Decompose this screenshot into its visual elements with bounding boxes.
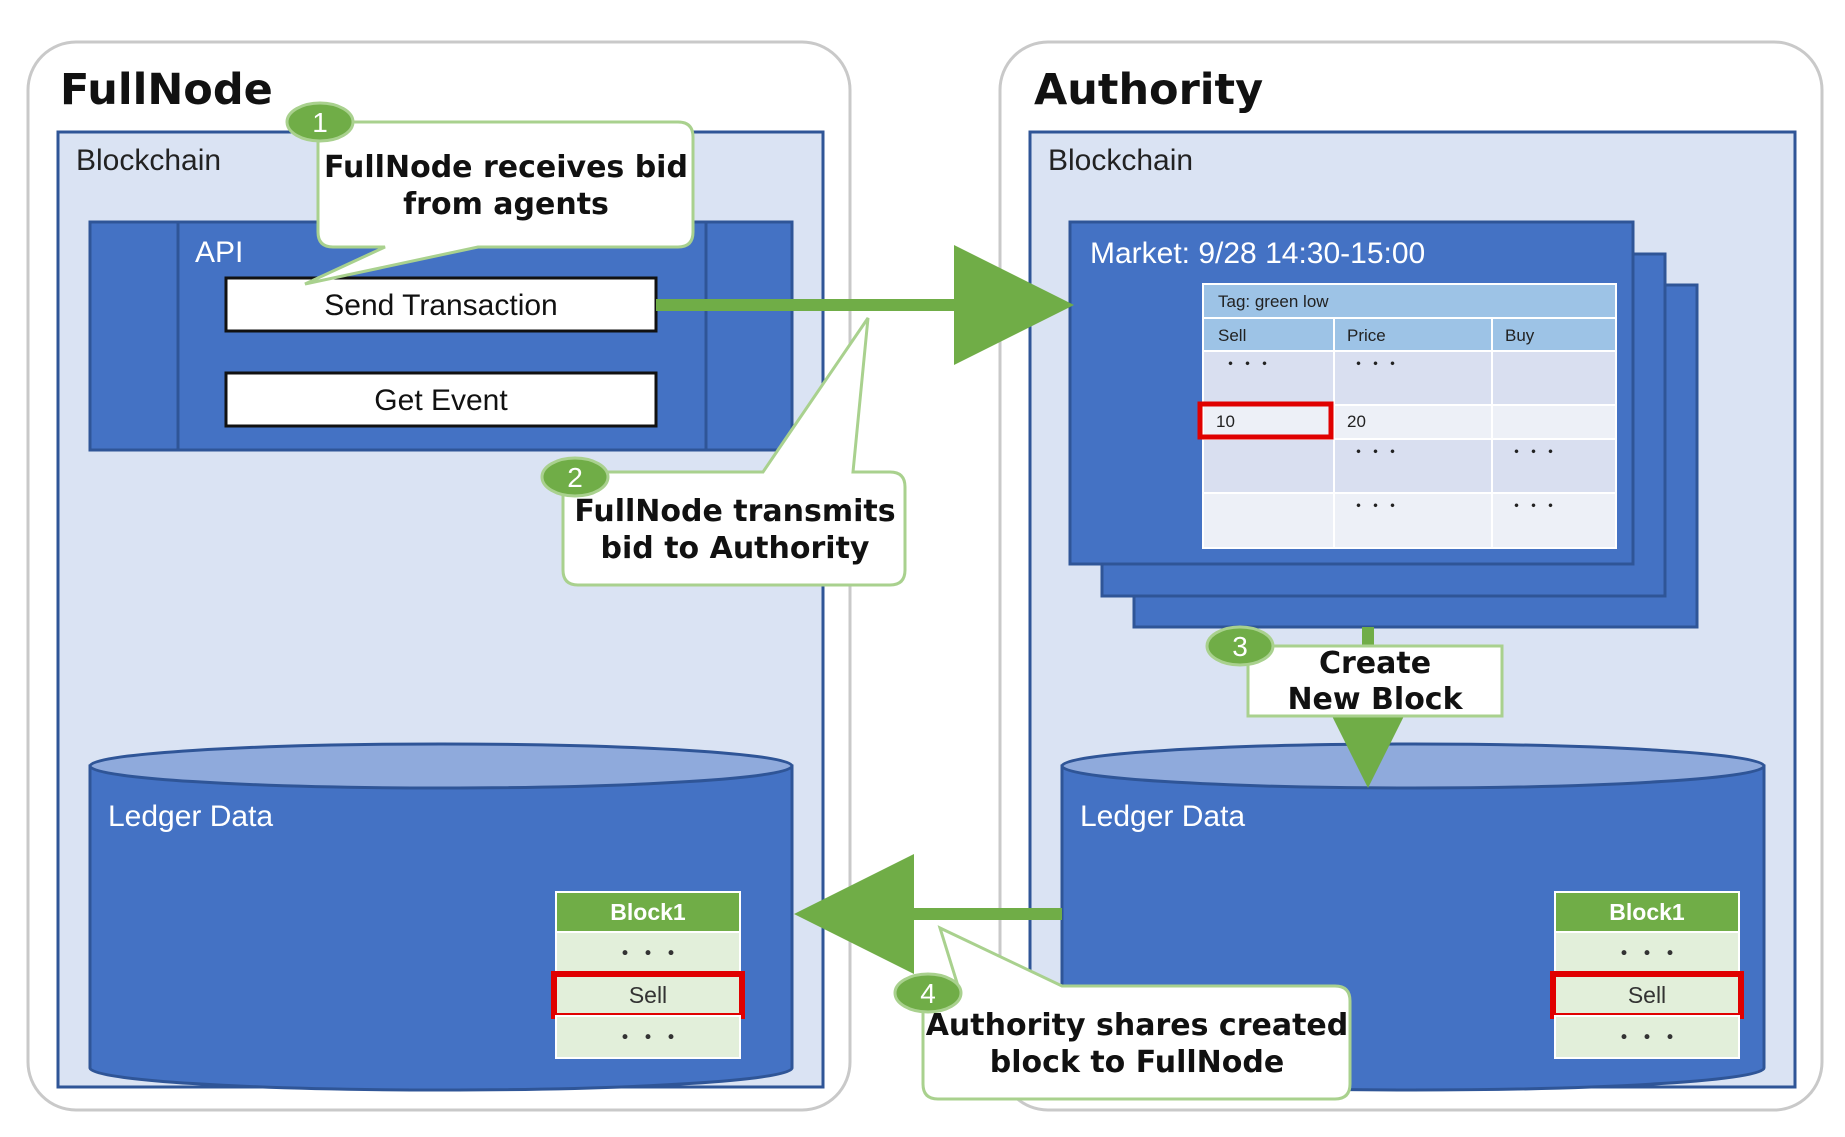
step-2-text: FullNode transmits: [574, 494, 895, 529]
fullnode-block: Block1 ・・・ Sell ・・・: [551, 891, 745, 1059]
authority-ledger-label: Ledger Data: [1080, 800, 1245, 833]
fullnode-block-row: ・・・: [614, 1024, 683, 1050]
table-cell: ・・・: [1350, 355, 1401, 374]
step-4-text: Authority shares created: [926, 1008, 1349, 1043]
authority-section: Authority Blockchain Market: 9/28 14:30-…: [998, 40, 1824, 1112]
fullnode-block-row: Sell: [629, 982, 667, 1008]
table-cell: ・・・: [1350, 443, 1401, 462]
fullnode-ledger-label: Ledger Data: [108, 800, 273, 833]
step-4-text: block to FullNode: [990, 1045, 1284, 1080]
market-table-tag: Tag: green low: [1218, 292, 1329, 311]
send-transaction-label: Send Transaction: [324, 289, 557, 322]
step-2-badge: [540, 456, 610, 498]
authority-block: Block1 ・・・ Sell ・・・: [1550, 891, 1744, 1059]
step-4-badge: [893, 972, 963, 1014]
authority-block-row: ・・・: [1613, 1024, 1682, 1050]
step-3-number: 3: [1232, 631, 1248, 662]
step-1-badge: [285, 101, 355, 143]
step-4-number: 4: [920, 978, 936, 1009]
table-cell: ・・・: [1508, 497, 1559, 516]
step-1-text: FullNode receives bid: [324, 150, 688, 185]
step-1-number: 1: [312, 107, 328, 138]
market-table: Tag: green low Sell Price Buy ・・・ ・・・ 10…: [1197, 283, 1617, 549]
get-event-label: Get Event: [374, 384, 508, 417]
authority-title: Authority: [1034, 65, 1263, 115]
step-3-text: New Block: [1287, 682, 1463, 717]
authority-block-title: Block1: [1609, 899, 1685, 925]
step-2-text: bid to Authority: [601, 531, 870, 566]
step-3-text: Create: [1319, 646, 1431, 681]
step-1-callout: FullNode receives bid from agents 1: [285, 101, 695, 286]
get-event-button[interactable]: Get Event: [224, 371, 658, 428]
table-cell: 20: [1347, 412, 1366, 431]
table-header-buy: Buy: [1505, 326, 1535, 345]
table-cell: ・・・: [1350, 497, 1401, 516]
table-cell: ・・・: [1222, 355, 1273, 374]
fullnode-block-title: Block1: [610, 899, 686, 925]
step-4-callout: Authority shares created block to FullNo…: [893, 925, 1352, 1101]
step-2-number: 2: [567, 462, 583, 493]
authority-block-row: ・・・: [1613, 940, 1682, 966]
step-2-callout: FullNode transmits bid to Authority 2: [540, 317, 907, 587]
market-label: Market: 9/28 14:30-15:00: [1090, 237, 1425, 270]
send-transaction-button[interactable]: Send Transaction: [224, 276, 658, 333]
fullnode-section: FullNode Blockchain API Send Transaction…: [26, 40, 852, 1112]
step-1-text: from agents: [403, 187, 609, 222]
table-header-sell: Sell: [1218, 326, 1246, 345]
api-label: API: [195, 236, 243, 269]
table-header-price: Price: [1347, 326, 1386, 345]
step-3-callout: Create New Block 3: [1205, 625, 1504, 718]
table-cell: 10: [1216, 412, 1235, 431]
step-3-badge: [1205, 625, 1275, 667]
fullnode-title: FullNode: [60, 65, 273, 115]
fullnode-block-row: ・・・: [614, 940, 683, 966]
market-sell-highlight: [1197, 401, 1334, 440]
fullnode-blockchain-label: Blockchain: [76, 144, 221, 177]
table-cell: ・・・: [1508, 443, 1559, 462]
authority-block-row: Sell: [1628, 982, 1666, 1008]
authority-blockchain-label: Blockchain: [1048, 144, 1193, 177]
